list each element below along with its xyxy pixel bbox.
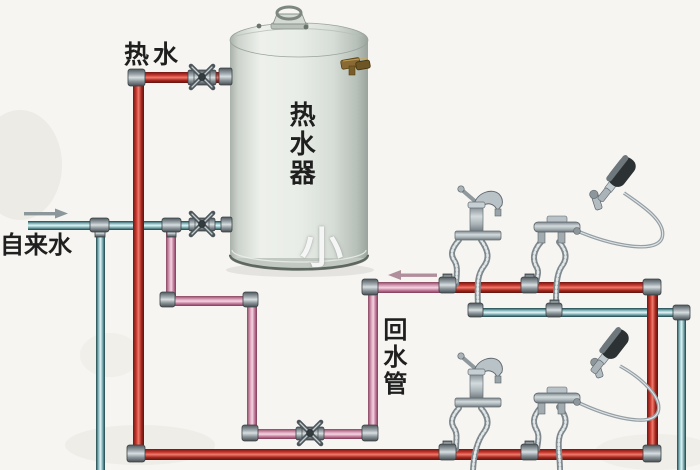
tee-hot-header-basin [438,276,457,294]
elbow-cold-header-left [467,302,484,318]
elbow-hot-bottom-left [126,444,146,463]
tank-bolt [303,24,309,30]
hot-bottom-header [137,449,658,460]
hot-right-riser [647,285,658,455]
elbow-cold-header-right [672,304,691,321]
elbow-hot-top-left [127,68,146,87]
shower-mixer-upper [533,215,581,244]
elbow-return-bottom-right [361,424,379,442]
pipe-fittings [89,67,691,463]
tap-water-label: 自来水 [0,231,72,259]
cold-main-pipe [28,221,232,230]
return-top-vertical [166,228,176,302]
cold-header-right [475,308,684,317]
elbow-hot-bottom-right [642,444,662,463]
elbow-hot-top-right [642,278,662,296]
hot-water-label: 热水 [124,40,183,69]
tee-cold-header-shower [545,302,563,318]
shower-hose-lower [574,364,661,422]
relief-valve-brass [340,57,371,76]
hot-outlet-valve [187,66,217,88]
hot-main-vertical [133,76,144,456]
hot-top-header [446,282,658,293]
elbow-return-mid-right [242,291,259,308]
hot-water-pipes [133,72,658,460]
return-right-vertical [368,287,378,437]
cold-branch-left-down [96,228,105,470]
elbow-return-header [361,278,379,296]
cold-riser-right [677,312,686,470]
shower-mixer-lower [533,386,581,415]
return-left-vertical [247,298,257,436]
tee-cold-main-return [161,217,182,233]
cold-inlet-valve [188,213,216,235]
basin-faucet-lower [453,350,505,409]
elbow-return-mid-left [159,291,176,308]
tee-cold-main-left [89,217,110,233]
cold-water-pipes [28,221,686,470]
tee-hot-header-shower [520,276,539,294]
shower-hose-upper [574,191,665,249]
elbow-return-bottom-left [241,424,259,442]
tank-bolt [256,23,262,29]
return-line-valve [295,422,325,444]
tee-hot-bottom-shower [520,443,539,461]
tank-top-cap [256,5,309,30]
cold-inlet-flow-arrow [24,208,68,219]
coupling-hot-tank [218,67,233,86]
return-mid-horizontal [168,296,254,306]
return-header-segment [368,282,448,293]
coupling-cold-tank [220,216,233,233]
tee-hot-bottom-basin [438,443,457,461]
return-flow-arrow [388,270,437,280]
watermark-text: 小 [300,224,343,274]
hot-outlet-horizontal [134,72,232,83]
fixtures [453,153,665,422]
return-pipe-label: 回水管 [378,317,407,398]
basin-faucet-upper [453,183,505,242]
valves [187,66,325,444]
water-heater-tank [226,5,374,277]
fixture-supply-tails [448,237,569,470]
water-heater-label: 热水器 [285,101,316,188]
flow-arrows [24,208,437,280]
